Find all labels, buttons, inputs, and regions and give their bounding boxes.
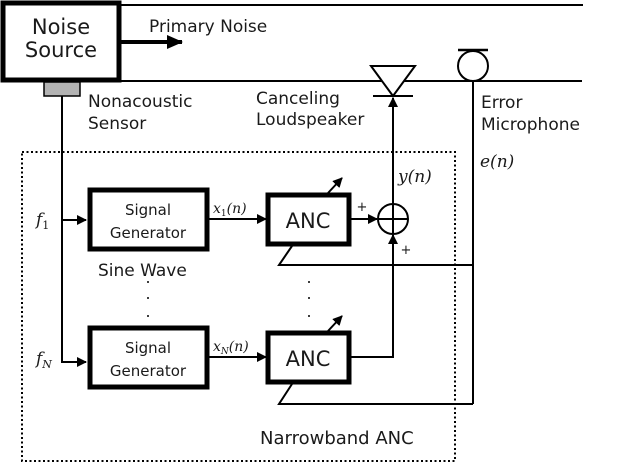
signal-generator-1-label-2: Generator: [110, 224, 187, 242]
anc-filter-1: [265, 192, 352, 247]
noise-source-box: [0, 0, 122, 83]
microphone-label-1: Error: [481, 93, 522, 113]
microphone-label-2: Microphone: [481, 115, 580, 135]
error-feedback-1: [277, 245, 473, 266]
anc-N-adapt-arrow: [327, 315, 343, 332]
anc-filter-N: [265, 330, 352, 385]
x1-label: x1(n): [213, 201, 247, 219]
narrowband-anc-group: [21, 151, 456, 462]
xN-label: xN(n): [213, 339, 249, 357]
primary-noise-label: Primary Noise: [149, 17, 267, 37]
noise-source-label-1: Noise: [32, 15, 90, 39]
signal-generator-N: [87, 325, 210, 390]
summing-junction: [377, 203, 409, 235]
anc-1-label: ANC: [286, 209, 331, 233]
sine-wave-label: Sine Wave: [98, 261, 187, 281]
ellipsis-dots-generators: [147, 281, 149, 317]
anc-1-adapt-arrow: [327, 177, 343, 194]
signal-generator-1-label-1: Signal: [125, 201, 171, 219]
canceling-loudspeaker-icon: [369, 65, 417, 98]
anc-N-output-line: [350, 234, 398, 358]
plus-bottom: +: [401, 243, 412, 258]
sensor-label-2: Sensor: [88, 114, 146, 134]
f1-label: f1: [34, 210, 49, 232]
signal-generator-N-label-2: Generator: [110, 362, 187, 380]
sensor-label-1: Nonacoustic: [88, 92, 192, 112]
loudspeaker-label-1: Canceling: [256, 89, 340, 109]
error-microphone-icon: [457, 48, 489, 82]
plus-top: +: [357, 200, 368, 215]
fN-label: fN: [34, 349, 52, 371]
narrowband-anc-label: Narrowband ANC: [260, 428, 414, 449]
sensor-line: [61, 96, 87, 367]
signal-generator-1: [87, 187, 210, 252]
noise-source-label-2: Source: [25, 38, 97, 62]
anc-N-label: ANC: [286, 347, 331, 371]
e-signal-label: e(n): [480, 152, 514, 172]
signal-generator-N-label-1: Signal: [125, 339, 171, 357]
error-feedback-N: [277, 383, 473, 405]
loudspeaker-label-2: Loudspeaker: [256, 110, 364, 130]
ellipsis-dots-anc: [308, 281, 310, 317]
nonacoustic-sensor: [43, 81, 81, 97]
y-signal-label: y(n): [397, 167, 432, 187]
